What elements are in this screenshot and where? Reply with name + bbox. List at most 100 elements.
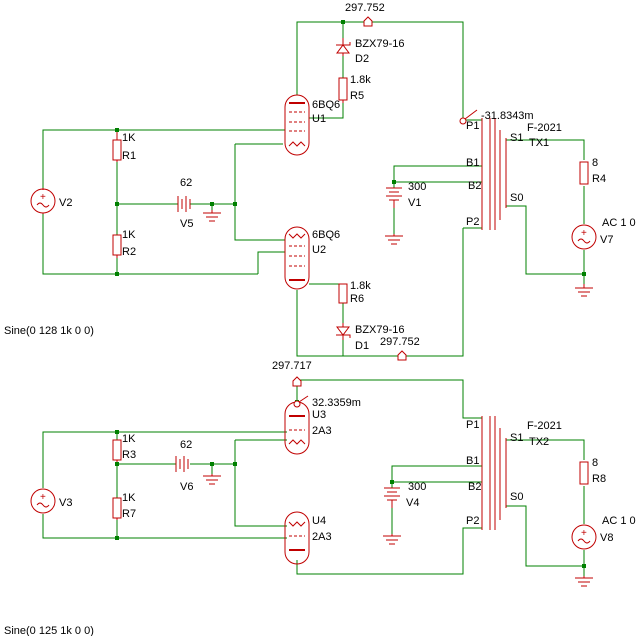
diode-name-d1: D1 bbox=[355, 340, 369, 352]
resistor-value-r3: 1K bbox=[122, 433, 136, 445]
wires-top bbox=[42, 21, 585, 357]
probe-marker-bot-bplus[interactable] bbox=[292, 376, 302, 387]
probe-marker-bot-cathode[interactable] bbox=[293, 395, 309, 408]
pin-p1-tx1: P1 bbox=[466, 120, 479, 132]
battery-value-v4: 300 bbox=[408, 481, 426, 493]
source-v8[interactable]: + bbox=[571, 524, 597, 550]
diode-name-d2: D2 bbox=[355, 53, 369, 65]
tube-name-u4: U4 bbox=[312, 515, 326, 527]
svg-text:+: + bbox=[40, 492, 46, 503]
resistor-value-r7: 1K bbox=[122, 492, 136, 504]
resistor-name-r7: R7 bbox=[122, 508, 136, 520]
source-value-v7: AC 1 0 bbox=[602, 217, 636, 229]
pin-s1-tx2: S1 bbox=[510, 432, 523, 444]
svg-text:+: + bbox=[581, 228, 587, 239]
tube-name-u3: U3 bbox=[312, 409, 326, 421]
nodes-top bbox=[115, 20, 586, 276]
pin-b2-tx1: B2 bbox=[468, 180, 481, 192]
resistor-name-r2: R2 bbox=[122, 246, 136, 258]
tube-u3[interactable] bbox=[284, 401, 310, 455]
battery-name-v4: V4 bbox=[406, 497, 419, 509]
ground-icon bbox=[383, 534, 401, 545]
transformer-name-tx2: TX2 bbox=[529, 436, 549, 448]
pin-p2-tx2: P2 bbox=[466, 515, 479, 527]
resistor-value-r5: 1.8k bbox=[350, 74, 371, 86]
resistor-r2[interactable] bbox=[112, 234, 122, 258]
svg-text:+: + bbox=[40, 192, 46, 203]
transformer-value-tx2: F-2021 bbox=[527, 420, 562, 432]
probe-value-bot-cathode: 32.3359m bbox=[312, 397, 361, 409]
circuit-bottom: + V3 1K R3 1K R7 62 V6 bbox=[4, 360, 636, 636]
probe-value-top-bplus-2: 297.752 bbox=[380, 336, 420, 348]
source-v7[interactable]: + bbox=[571, 224, 597, 250]
probe-marker-top-bplus-2[interactable] bbox=[397, 350, 407, 361]
probe-marker-top-cathode[interactable] bbox=[459, 109, 478, 125]
resistor-r7[interactable] bbox=[112, 497, 122, 520]
resistor-name-r6: R6 bbox=[350, 293, 364, 305]
pin-s1-tx1: S1 bbox=[510, 132, 523, 144]
source-name-v3: V3 bbox=[59, 497, 72, 509]
pin-s0-tx2: S0 bbox=[510, 491, 523, 503]
resistor-r6[interactable] bbox=[338, 283, 348, 304]
transformer-value-tx1: F-2021 bbox=[527, 122, 562, 134]
tube-value-u4: 2A3 bbox=[312, 531, 332, 543]
ground-icon bbox=[575, 576, 593, 587]
pin-p1-tx2: P1 bbox=[466, 419, 479, 431]
pin-b1-tx2: B1 bbox=[466, 455, 479, 467]
diode-d2[interactable] bbox=[336, 38, 351, 56]
resistor-r4[interactable] bbox=[579, 161, 589, 185]
source-name-v2: V2 bbox=[59, 197, 72, 209]
ground-icon bbox=[203, 210, 221, 222]
circuit-top: + V2 1K R1 1K R2 62 V5 bbox=[4, 2, 636, 361]
transformer-tx2[interactable] bbox=[481, 416, 507, 530]
tube-name-u1: U1 bbox=[312, 113, 326, 125]
tube-value-u2: 6BQ6 bbox=[312, 229, 340, 241]
battery-value-v6: 62 bbox=[180, 439, 192, 451]
battery-v1[interactable] bbox=[386, 187, 402, 208]
battery-v6[interactable] bbox=[175, 456, 189, 472]
battery-value-v1: 300 bbox=[408, 181, 426, 193]
probe-value-bot-bplus: 297.717 bbox=[272, 360, 312, 372]
resistor-name-r4: R4 bbox=[592, 173, 606, 185]
resistor-r3[interactable] bbox=[112, 439, 122, 462]
source-spec-top: Sine(0 128 1k 0 0) bbox=[4, 325, 94, 337]
resistor-name-r1: R1 bbox=[122, 150, 136, 162]
diode-d1[interactable] bbox=[336, 323, 351, 340]
resistor-r5[interactable] bbox=[338, 77, 348, 103]
battery-value-v5: 62 bbox=[180, 177, 192, 189]
resistor-r1[interactable] bbox=[112, 132, 122, 162]
source-value-v8: AC 1 0 bbox=[602, 515, 636, 527]
tube-u4[interactable] bbox=[284, 511, 310, 565]
probe-marker-top-bplus[interactable] bbox=[363, 16, 373, 27]
battery-name-v5: V5 bbox=[180, 218, 193, 230]
tube-u2[interactable] bbox=[284, 226, 310, 290]
source-spec-bottom: Sine(0 125 1k 0 0) bbox=[4, 625, 94, 636]
tube-name-u2: U2 bbox=[312, 244, 326, 256]
pin-b2-tx2: B2 bbox=[468, 481, 481, 493]
resistor-name-r3: R3 bbox=[122, 449, 136, 461]
probe-value-top-cathode: -31.8343m bbox=[481, 110, 534, 122]
source-v2[interactable]: + bbox=[30, 188, 56, 214]
resistor-name-r5: R5 bbox=[350, 90, 364, 102]
battery-v5[interactable] bbox=[177, 196, 191, 212]
resistor-value-r6: 1.8k bbox=[350, 280, 371, 292]
battery-name-v1: V1 bbox=[408, 197, 421, 209]
battery-name-v6: V6 bbox=[180, 481, 193, 493]
svg-text:+: + bbox=[581, 528, 587, 539]
resistor-name-r8: R8 bbox=[592, 473, 606, 485]
resistor-r8[interactable] bbox=[579, 461, 589, 485]
tube-value-u3: 2A3 bbox=[312, 425, 332, 437]
ground-icon bbox=[203, 474, 221, 485]
source-name-v7: V7 bbox=[600, 234, 613, 246]
battery-v4[interactable] bbox=[384, 487, 400, 508]
pin-p2-tx1: P2 bbox=[466, 216, 479, 228]
wires-bottom bbox=[42, 378, 585, 576]
resistor-value-r1: 1K bbox=[122, 132, 136, 144]
tube-u1[interactable] bbox=[284, 94, 310, 156]
resistor-value-r8: 8 bbox=[592, 457, 598, 469]
source-v3[interactable]: + bbox=[30, 488, 56, 514]
diode-value-d2: BZX79-16 bbox=[355, 38, 405, 50]
transformer-tx1[interactable] bbox=[481, 118, 507, 230]
